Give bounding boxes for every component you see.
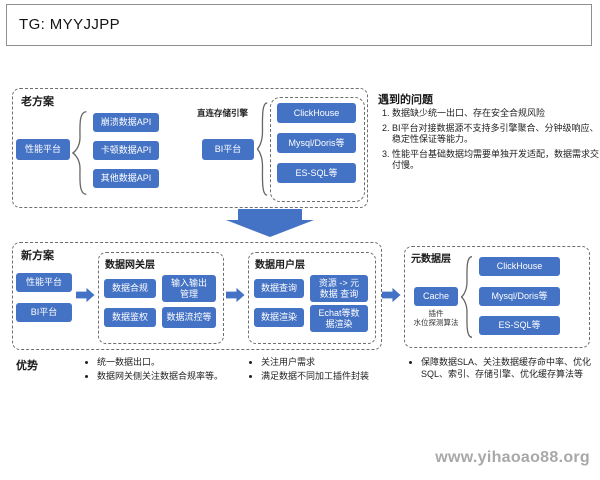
problem-item: 数据缺少统一出口、存在安全合规风险 xyxy=(392,108,600,120)
problems-title: 遇到的问题 xyxy=(378,94,433,106)
curly-brace-icon xyxy=(256,101,269,197)
watermark-text: www.yihaoao88.org xyxy=(435,449,590,466)
curly-brace-icon xyxy=(460,255,474,339)
old-solution-label: 老方案 xyxy=(21,96,54,108)
advantages-col2: 关注用户需求 满足数据不同加工插件封装 xyxy=(248,356,389,384)
engine-box-clickhouse: ClickHouse xyxy=(277,103,356,123)
gateway-box-io-management: 输入输出 管理 xyxy=(162,275,216,302)
api-box-lag: 卡顿数据API xyxy=(93,141,159,160)
page-title: TG: MYYJJPP xyxy=(19,16,121,33)
new-performance-platform-box: 性能平台 xyxy=(16,273,72,292)
old-performance-platform-box: 性能平台 xyxy=(16,139,70,160)
engine-box-mysql-doris: Mysql/Doris等 xyxy=(277,133,356,153)
arrow-right-icon xyxy=(382,287,401,303)
advantages-col1: 统一数据出口。 数据网关侧关注数据合规率等。 xyxy=(84,356,239,384)
gateway-box-auth: 数据鉴权 xyxy=(104,308,156,327)
arrow-down-icon xyxy=(226,209,314,237)
advantages-col3: 保障数据SLA、关注数据缓存命中率、优化SQL、索引、存储引擎、优化缓存算法等 xyxy=(408,356,600,382)
advantage-item: 数据网关侧关注数据合规率等。 xyxy=(97,370,239,382)
cache-box: Cache xyxy=(414,287,458,306)
gateway-box-flow-control: 数据流控等 xyxy=(162,307,216,328)
old-solution-panel: 老方案 xyxy=(12,88,368,208)
cache-note: 插件 水位探测算法 xyxy=(413,309,459,327)
curly-brace-icon xyxy=(71,110,89,196)
problem-item: BI平台对接数据源不支持多引擎聚合、分钟级响应、稳定性保证等能力。 xyxy=(392,123,600,146)
arrow-right-icon xyxy=(226,287,245,303)
header-bar: TG: MYYJJPP xyxy=(6,4,592,46)
api-box-other: 其他数据API xyxy=(93,169,159,188)
gateway-layer-title: 数据网关层 xyxy=(105,260,155,271)
user-layer-title: 数据用户层 xyxy=(255,260,305,271)
user-box-resource-meta-query: 资源 -> 元 数据 查询 xyxy=(310,275,368,302)
api-box-crash: 崩溃数据API xyxy=(93,113,159,132)
gateway-box-compliance: 数据合规 xyxy=(104,279,156,298)
gateway-layer-panel: 数据网关层 xyxy=(98,252,224,344)
user-box-echat-render: Echat等数 据渲染 xyxy=(310,305,368,332)
meta-engine-clickhouse: ClickHouse xyxy=(479,257,560,276)
advantage-item: 关注用户需求 xyxy=(261,356,389,368)
new-bi-platform-box: BI平台 xyxy=(16,303,72,322)
meta-layer-title: 元数据层 xyxy=(411,254,451,265)
meta-layer-panel: 元数据层 xyxy=(404,246,590,348)
meta-engine-mysql-doris: Mysql/Doris等 xyxy=(479,287,560,306)
user-box-query: 数据查询 xyxy=(254,279,304,298)
problem-item: 性能平台基础数据均需要单独开发适配，数据需求交付慢。 xyxy=(392,149,600,172)
direct-connect-label: 直连存储引擎 xyxy=(197,108,249,118)
meta-engine-es-sql: ES-SQL等 xyxy=(479,316,560,335)
user-box-render: 数据渲染 xyxy=(254,308,304,327)
advantages-label: 优势 xyxy=(16,360,38,372)
engine-box-es-sql: ES-SQL等 xyxy=(277,163,356,183)
bi-platform-box: BI平台 xyxy=(202,139,254,160)
advantage-item: 统一数据出口。 xyxy=(97,356,239,368)
problems-list: 数据缺少统一出口、存在安全合规风险 BI平台对接数据源不支持多引擎聚合、分钟级响… xyxy=(376,108,600,175)
new-solution-label: 新方案 xyxy=(21,250,54,262)
advantage-item: 保障数据SLA、关注数据缓存命中率、优化SQL、索引、存储引擎、优化缓存算法等 xyxy=(421,356,600,380)
user-layer-panel: 数据用户层 xyxy=(248,252,376,344)
arrow-right-icon xyxy=(76,287,95,303)
old-storage-group xyxy=(270,97,365,202)
advantage-item: 满足数据不同加工插件封装 xyxy=(261,370,389,382)
new-solution-panel: 新方案 xyxy=(12,242,382,350)
